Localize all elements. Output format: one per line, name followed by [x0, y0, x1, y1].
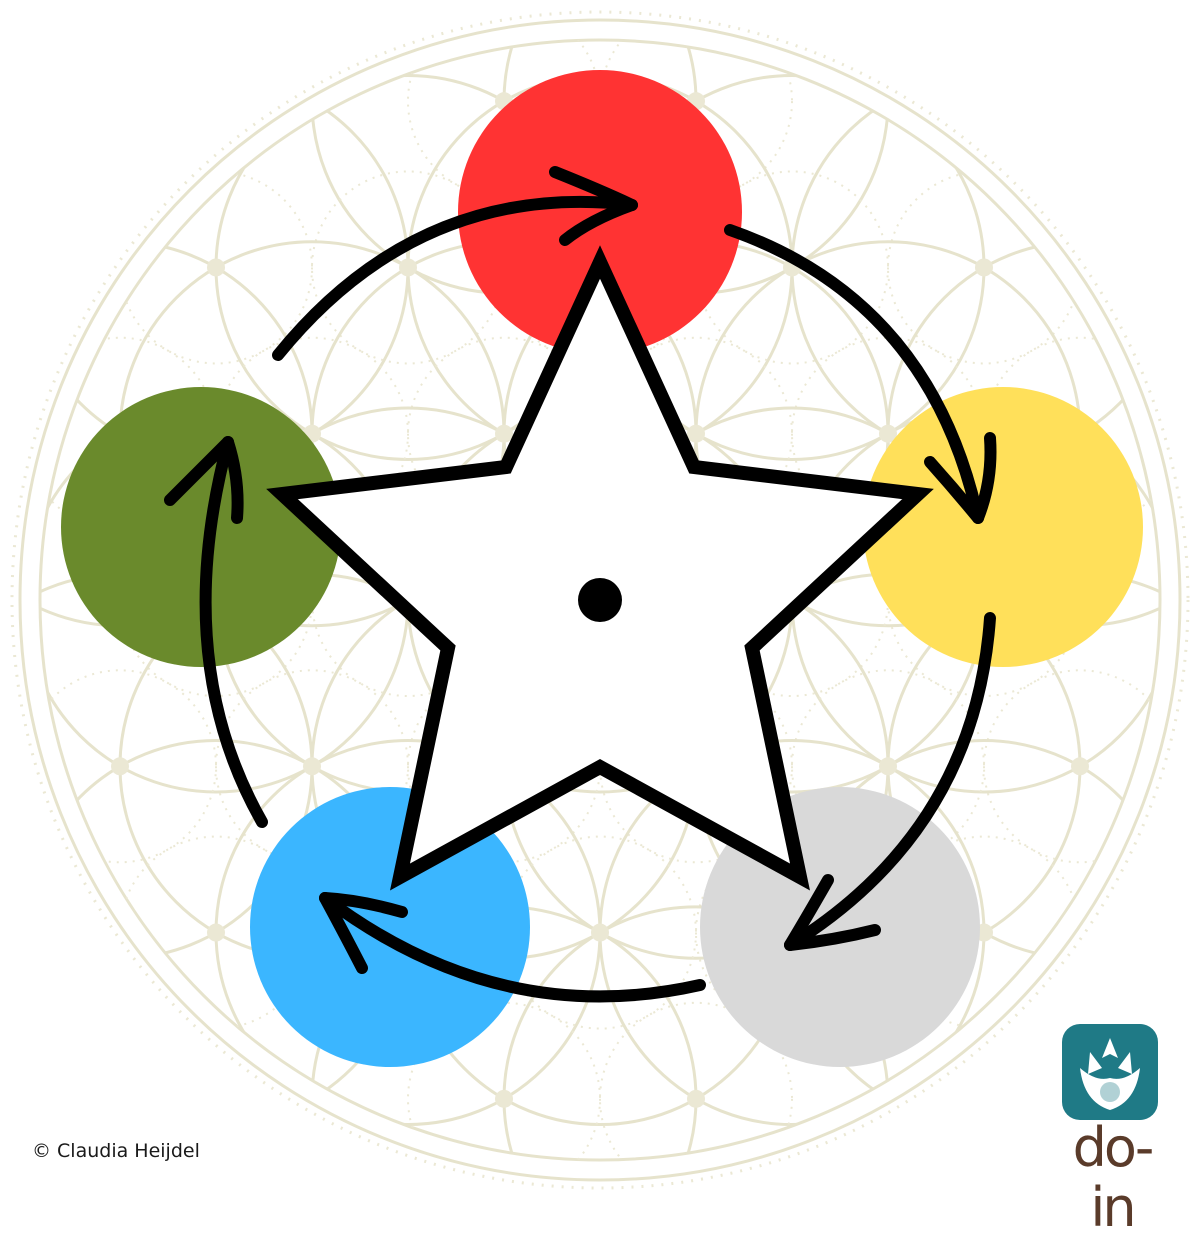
inner-ring — [38, 38, 1162, 1162]
pattern-node — [975, 258, 993, 277]
arrow-gray-to-blue — [319, 892, 706, 1003]
outer-ring — [18, 18, 1182, 1182]
dotted-petal-circle — [40, 669, 217, 864]
dotted-petal-circle — [695, 170, 889, 365]
outer-dotted-ring — [10, 10, 1190, 1190]
pattern-node — [207, 923, 225, 942]
five-elements-diagram — [10, 10, 1190, 1190]
green-circle — [61, 387, 341, 667]
arrow-blue-to-green — [164, 436, 268, 828]
arrow-yellow-to-gray — [784, 612, 996, 951]
do-in-logo-text: do-in — [1072, 1116, 1155, 1239]
pattern-node — [687, 1089, 705, 1108]
dotted-petal-circle — [407, 1001, 601, 1160]
dotted-petal-circle — [215, 669, 409, 864]
blue-circle — [250, 787, 530, 1067]
pattern-node — [399, 258, 417, 277]
dotted-petal-circle — [599, 1001, 793, 1160]
copyright-text: © Claudia Heijdel — [32, 1140, 200, 1162]
pentagram-star — [266, 245, 934, 891]
dotted-petal-circle — [503, 835, 697, 1030]
arrow-green-to-red — [272, 166, 638, 361]
pattern-node — [495, 1089, 513, 1108]
dotted-petal-circle — [119, 170, 313, 365]
pattern-node — [687, 424, 705, 443]
arrow-red-to-yellow — [724, 224, 997, 524]
pattern-node — [591, 923, 609, 942]
dotted-petal-circle — [599, 669, 793, 864]
lotus-icon — [1080, 1038, 1140, 1110]
pattern-node — [495, 424, 513, 443]
pattern-node — [111, 757, 129, 776]
pattern-node — [879, 757, 897, 776]
cycle-arrows — [164, 166, 997, 1003]
pattern-node — [879, 424, 897, 443]
pattern-node — [207, 258, 225, 277]
yellow-circle — [863, 387, 1143, 667]
center-dot — [578, 578, 622, 622]
dotted-petal-circle — [791, 669, 985, 864]
pattern-node — [303, 757, 321, 776]
pattern-node — [1071, 757, 1089, 776]
